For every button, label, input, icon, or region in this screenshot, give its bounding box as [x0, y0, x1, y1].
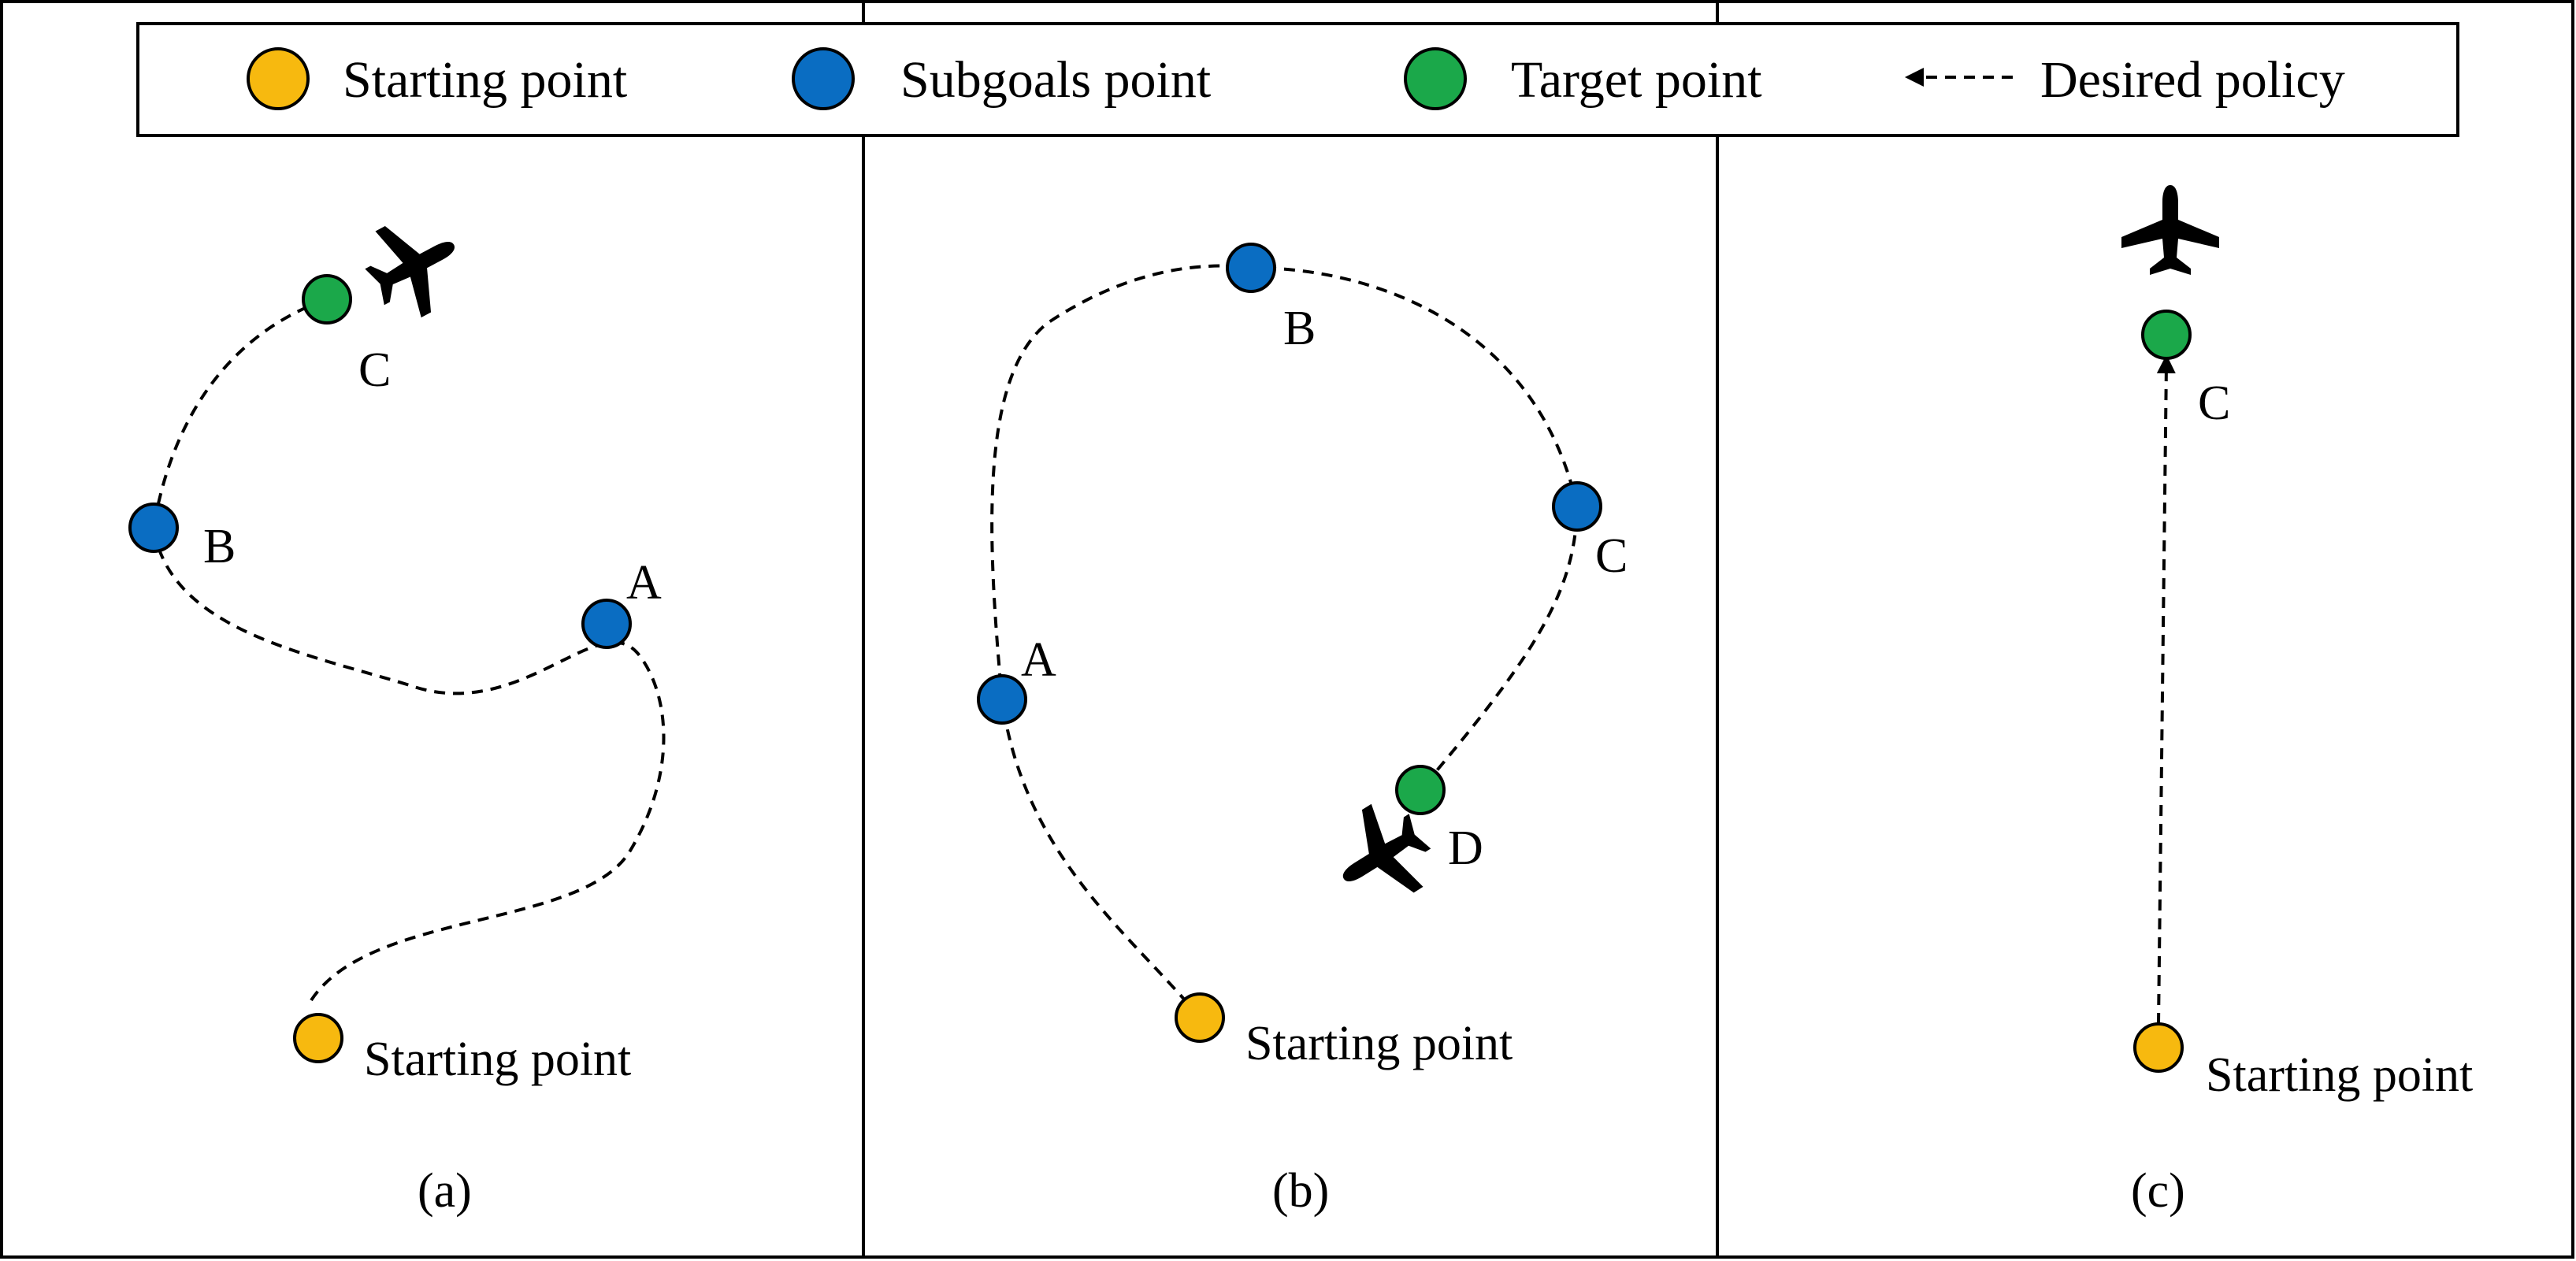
panel-b-label-c: C — [1595, 529, 1628, 583]
airplane-icon — [351, 202, 477, 331]
panel-a-label-c: C — [358, 343, 391, 397]
panel-b-start-point — [1175, 992, 1225, 1043]
legend: Starting point Subgoals point Target poi… — [136, 22, 2459, 137]
panel-a-subgoal-b — [128, 503, 179, 553]
panel-b-label-a: A — [1021, 633, 1056, 687]
legend-subgoal-label: Subgoals point — [900, 51, 1211, 109]
legend-target-marker — [1404, 47, 1467, 110]
legend-target-label: Target point — [1511, 51, 1762, 109]
panel-a-start-point — [293, 1013, 343, 1063]
legend-start-marker — [247, 47, 310, 110]
panel-a-trajectory — [151, 298, 666, 1002]
panel-a-label-a: A — [626, 556, 662, 610]
panel-b-label-b: B — [1283, 302, 1316, 355]
panel-b-subgoal-c — [1552, 481, 1602, 532]
panel-b: Starting point A B C D (b) — [977, 243, 1628, 1218]
panel-c-caption: (c) — [2131, 1164, 2185, 1218]
panel-a-subgoal-a — [581, 599, 632, 649]
panel-b-subgoal-a — [977, 674, 1027, 725]
panel-a-start-label: Starting point — [364, 1033, 631, 1086]
panel-c-frame — [1716, 0, 2574, 1259]
panel-a-target-c — [302, 274, 352, 325]
panel-a: Starting point A B C (a) — [128, 202, 666, 1218]
panel-b-subgoal-b — [1226, 243, 1276, 293]
panel-b-start-label: Starting point — [1245, 1017, 1513, 1070]
legend-policy-label: Desired policy — [2040, 51, 2345, 109]
panel-b-trajectory — [990, 264, 1579, 1019]
legend-start-label: Starting point — [343, 51, 627, 109]
panel-c-target-c — [2141, 310, 2192, 360]
panel-c-trajectory — [2156, 354, 2176, 1025]
panel-a-label-b: B — [203, 520, 236, 573]
panel-b-caption: (b) — [1272, 1164, 1329, 1218]
panel-c: Starting point C (c) — [2121, 185, 2473, 1218]
panel-c-label-c: C — [2198, 376, 2230, 430]
panel-c-start-point — [2133, 1022, 2184, 1073]
panel-b-target-d — [1395, 765, 1446, 815]
legend-subgoal-marker — [792, 47, 855, 110]
panel-c-start-label: Starting point — [2206, 1048, 2473, 1102]
airplane-icon — [2121, 185, 2219, 275]
panel-a-caption: (a) — [418, 1164, 472, 1218]
panel-b-label-d: D — [1448, 822, 1483, 875]
